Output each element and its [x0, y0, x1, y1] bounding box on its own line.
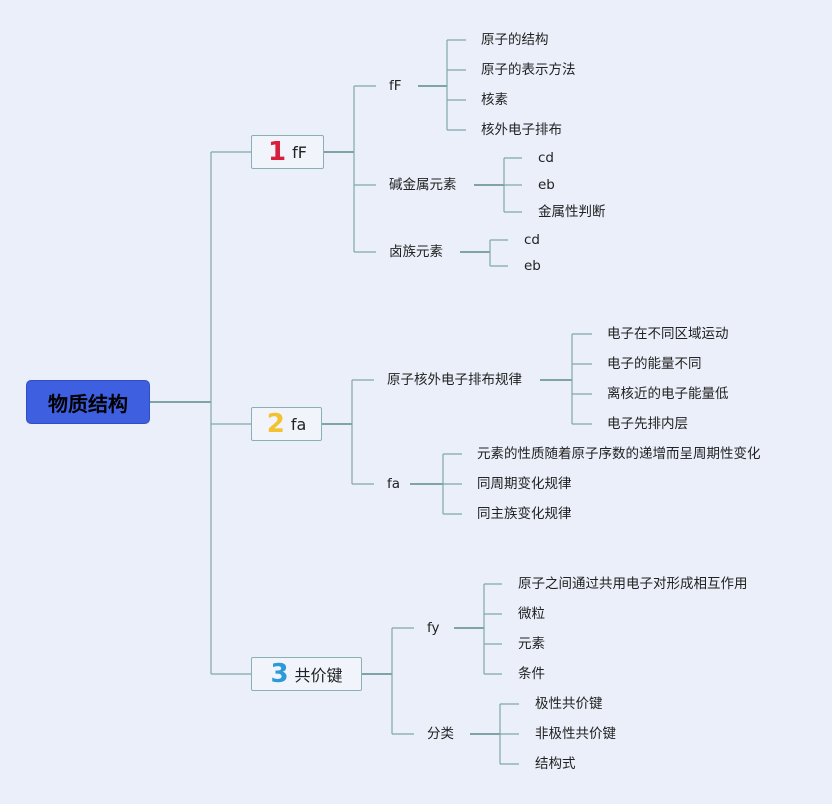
leaf-node[interactable]: cd [538, 150, 554, 166]
root-label: 物质结构 [48, 391, 128, 416]
leaf-node[interactable]: 微粒 [518, 606, 545, 622]
subtopic-node[interactable]: fa [387, 476, 401, 492]
subtopic-node[interactable]: 碱金属元素 [389, 177, 457, 193]
leaf-node[interactable]: 原子的结构 [481, 32, 549, 48]
leaf-node[interactable]: eb [524, 258, 541, 274]
leaf-node[interactable]: eb [538, 177, 555, 193]
leaf-node[interactable]: 结构式 [535, 756, 576, 772]
leaf-node[interactable]: 同周期变化规律 [477, 476, 572, 492]
leaf-node[interactable]: 极性共价键 [535, 696, 603, 712]
subtopic-node[interactable]: fF [389, 78, 402, 94]
branch-1-node[interactable]: 1 fF [251, 135, 324, 169]
leaf-node[interactable]: 条件 [518, 666, 545, 682]
leaf-node[interactable]: 电子先排内层 [607, 416, 688, 432]
branch-3-node[interactable]: 3 共价键 [251, 657, 362, 691]
leaf-node[interactable]: 原子之间通过共用电子对形成相互作用 [518, 576, 748, 592]
branch-3-label: 共价键 [294, 666, 343, 685]
leaf-node[interactable]: 电子的能量不同 [607, 356, 702, 372]
subtopic-node[interactable]: fy [427, 620, 440, 636]
branch-2-label: fa [290, 414, 307, 434]
leaf-node[interactable]: 元素 [518, 636, 545, 652]
leaf-node[interactable]: 原子的表示方法 [481, 62, 576, 78]
branch-3-number: 3 [270, 659, 289, 689]
branch-2-number: 2 [266, 409, 285, 439]
subtopic-node[interactable]: 原子核外电子排布规律 [387, 372, 522, 388]
branch-1-number: 1 [268, 137, 287, 167]
leaf-node[interactable]: 非极性共价键 [535, 726, 616, 742]
branch-1-label: fF [292, 142, 307, 162]
leaf-node[interactable]: 电子在不同区域运动 [607, 326, 729, 342]
leaf-node[interactable]: 同主族变化规律 [477, 506, 572, 522]
leaf-node[interactable]: cd [524, 232, 540, 248]
leaf-node[interactable]: 核外电子排布 [481, 122, 562, 138]
leaf-node[interactable]: 离核近的电子能量低 [607, 386, 729, 402]
subtopic-node[interactable]: 卤族元素 [389, 244, 443, 260]
branch-2-node[interactable]: 2 fa [251, 407, 322, 441]
leaf-node[interactable]: 元素的性质随着原子序数的递增而呈周期性变化 [477, 446, 761, 462]
subtopic-node[interactable]: 分类 [427, 726, 454, 742]
leaf-node[interactable]: 金属性判断 [538, 204, 606, 220]
leaf-node[interactable]: 核素 [481, 92, 508, 108]
root-node[interactable]: 物质结构 [26, 380, 150, 424]
